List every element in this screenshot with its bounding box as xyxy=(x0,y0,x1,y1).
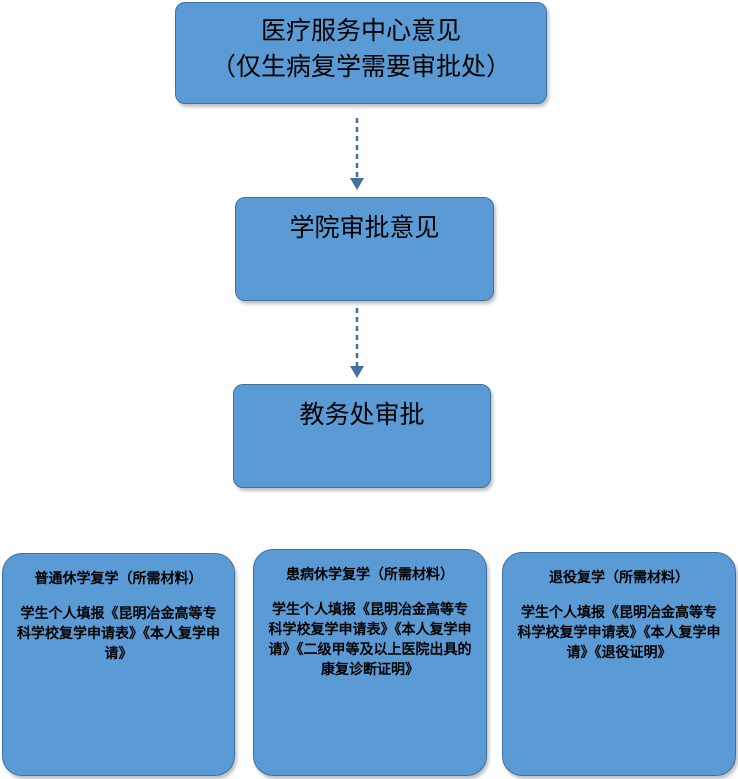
card-heading: 患病休学复学（所需材料） xyxy=(286,567,454,583)
regular-resumption-materials-card: 普通休学复学（所需材料） 学生个人填报《昆明冶金高等专科学校复学申请表》《本人复… xyxy=(2,553,235,776)
illness-resumption-materials-card: 患病休学复学（所需材料） 学生个人填报《昆明冶金高等专科学校复学申请表》《本人复… xyxy=(253,549,487,776)
college-approval-title: 学院审批意见 xyxy=(289,213,440,242)
card-heading: 退役复学（所需材料） xyxy=(549,570,689,586)
card-body: 学生个人填报《昆明冶金高等专科学校复学申请表》《本人复学申请》 xyxy=(17,606,220,662)
academic-affairs-title: 教务处审批 xyxy=(299,400,425,429)
college-approval-box: 学院审批意见 xyxy=(235,197,494,301)
card-heading: 普通休学复学（所需材料） xyxy=(34,571,203,587)
card-body: 学生个人填报《昆明冶金高等专科学校复学申请表》《本人复学申请》《二级甲等及以上医… xyxy=(268,602,472,678)
veteran-resumption-materials-card: 退役复学（所需材料） 学生个人填报《昆明冶金高等专科学校复学申请表》《本人复学申… xyxy=(502,552,736,776)
medical-center-opinion-box: 医疗服务中心意见 （仅生病复学需要审批处） xyxy=(175,2,547,104)
arrowhead-2 xyxy=(350,366,364,378)
medical-center-note: （仅生病复学需要审批处） xyxy=(210,52,511,81)
academic-affairs-approval-box: 教务处审批 xyxy=(233,384,491,488)
arrowhead-1 xyxy=(350,178,364,190)
medical-center-title: 医疗服务中心意见 xyxy=(260,16,461,45)
card-body: 学生个人填报《昆明冶金高等专科学校复学申请表》《本人复学申请》《退役证明》 xyxy=(517,605,721,661)
